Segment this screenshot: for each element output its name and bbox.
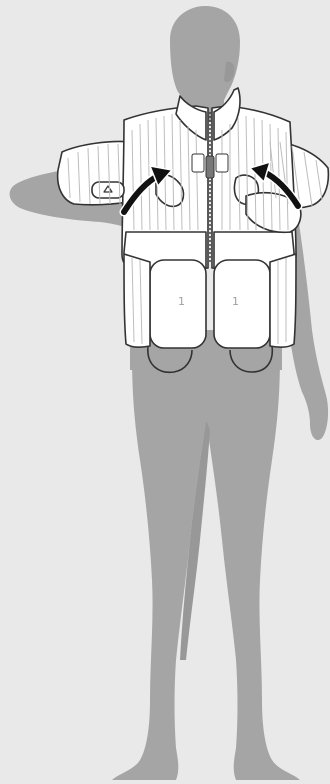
pocket-pad-right [214, 260, 270, 348]
pocket-label-right: 1 [232, 295, 239, 308]
mannequin-legs [112, 355, 300, 780]
pocket-label-left: 1 [178, 295, 185, 308]
vest-lower-left [124, 254, 150, 347]
vest-lower-right [270, 254, 296, 347]
vest-garment [58, 88, 329, 372]
